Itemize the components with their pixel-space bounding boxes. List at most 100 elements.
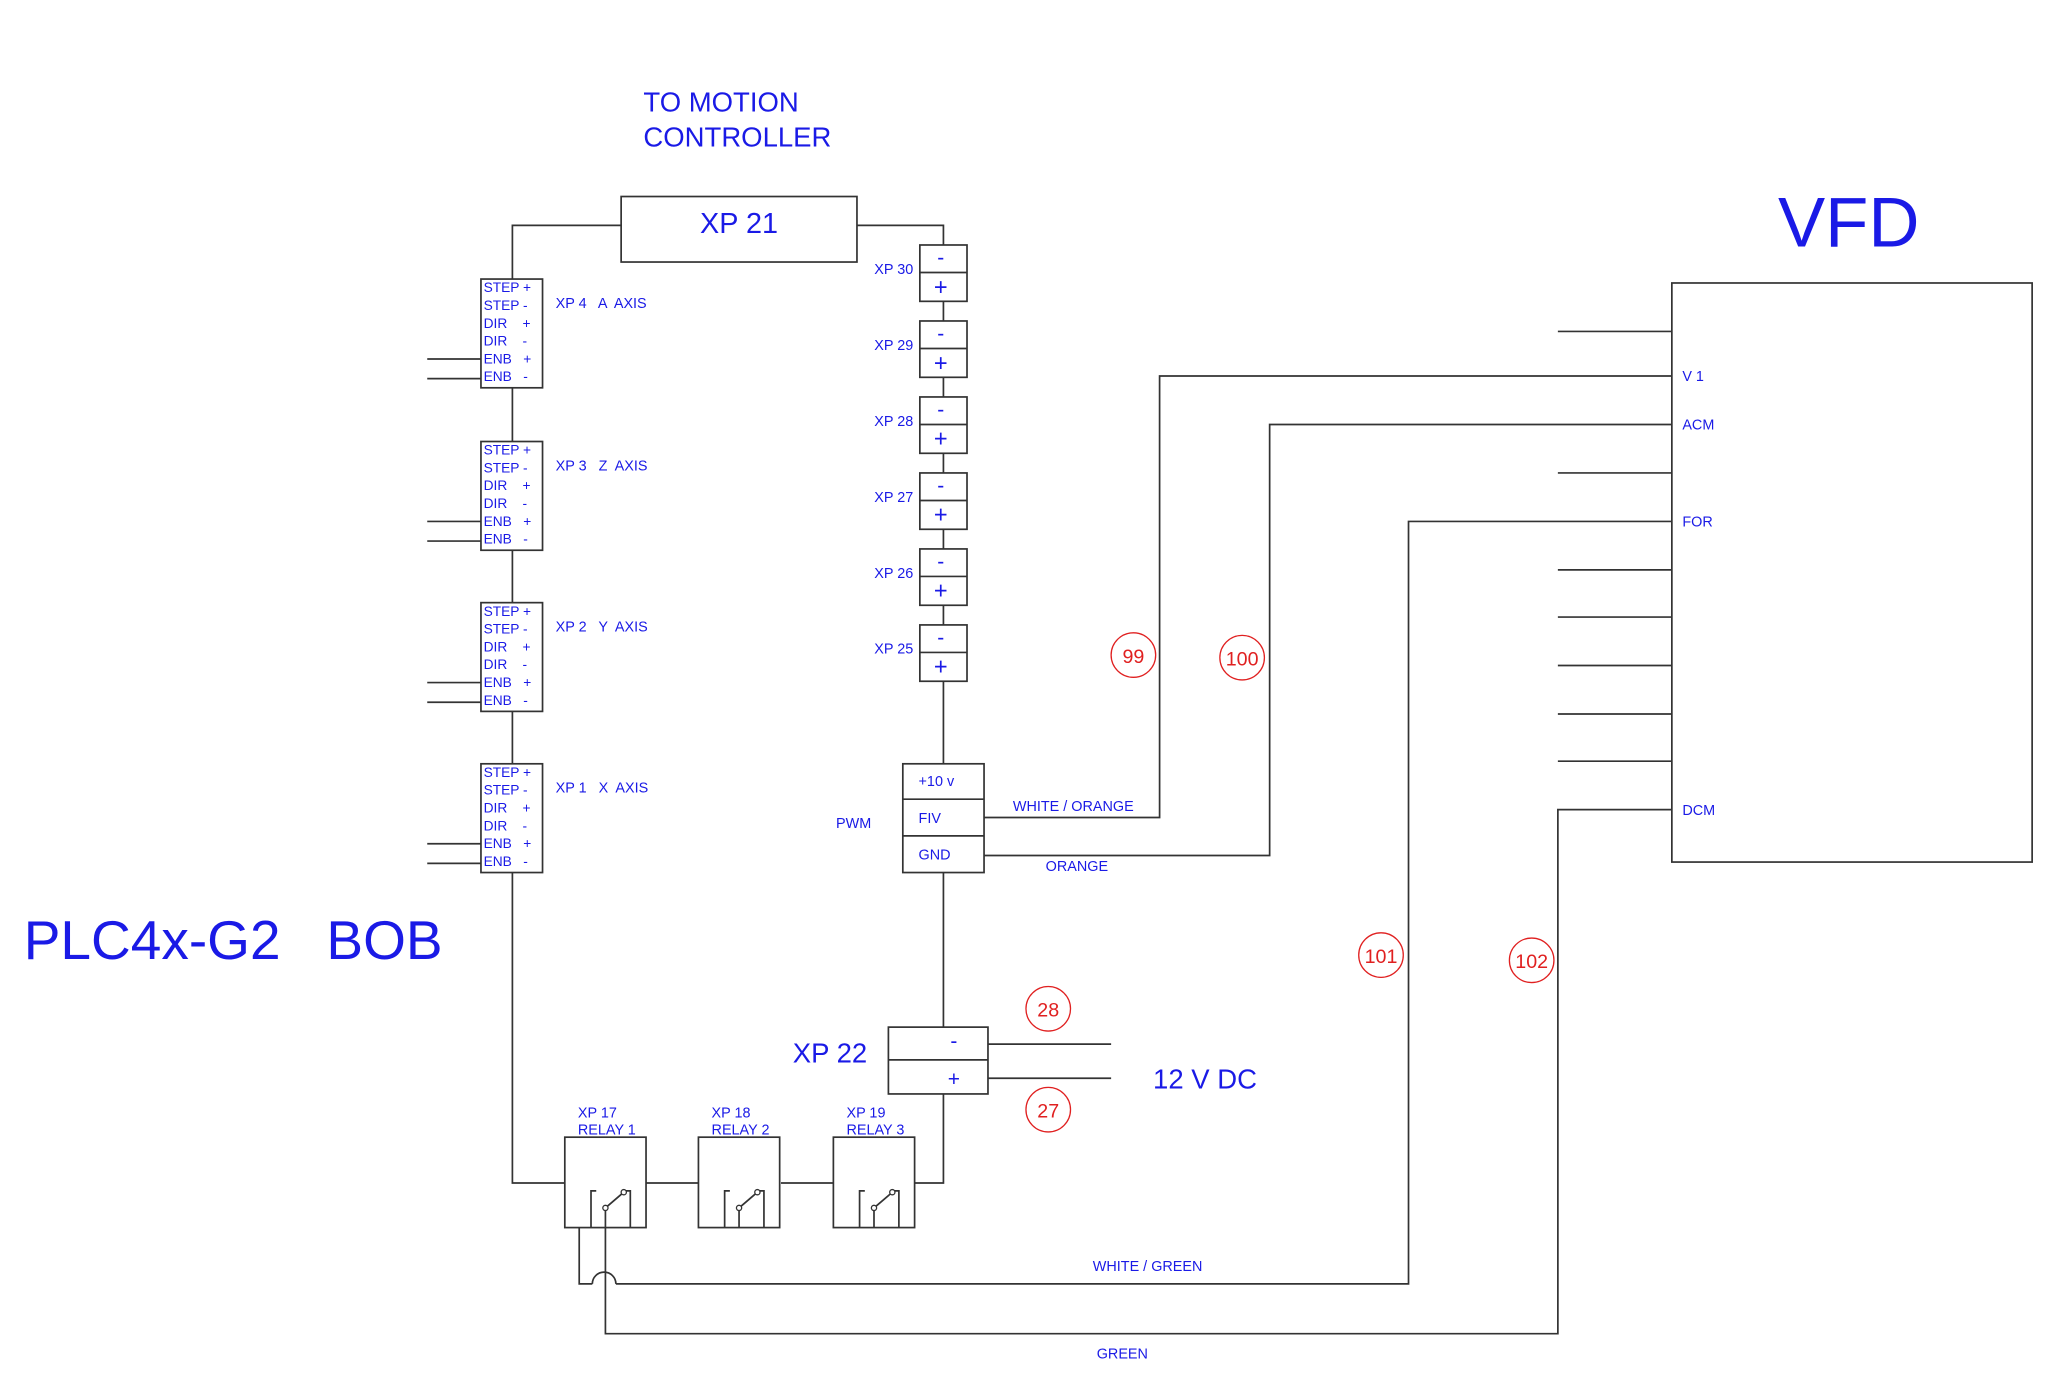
axis-pin-label: STEP -: [484, 460, 528, 475]
axis-pin-label: STEP -: [484, 622, 528, 637]
axis-pin-label: STEP +: [484, 443, 532, 458]
pwm-fiv-label: FIV: [919, 811, 942, 827]
terminal-minus: -: [937, 551, 944, 574]
terminal-plus: +: [934, 274, 948, 300]
axis-pin-label: DIR +: [484, 478, 531, 493]
axis-pin-label: ENB +: [484, 514, 532, 529]
terminal-minus: -: [937, 247, 944, 270]
axis-pin-label: ENB +: [484, 675, 532, 690]
vfd-pin-acm: ACM: [1682, 418, 1714, 434]
green-wire-label: GREEN: [1097, 1347, 1148, 1363]
wire-number-28: 28: [1037, 1000, 1059, 1022]
terminal-pair: - + XP 27: [874, 472, 968, 549]
terminal-pair: - + XP 28: [874, 396, 968, 473]
relay-id: XP 19: [846, 1106, 885, 1122]
axis-pin-label: STEP +: [484, 280, 532, 295]
vfd-pin-dcm: DCM: [1682, 803, 1715, 819]
axis-pin-label: ENB -: [484, 693, 528, 708]
terminal-plus: +: [934, 426, 948, 452]
axis-connector: STEP + STEP - DIR + DIR - ENB + ENB - XP 1 X A…: [427, 762, 649, 874]
pwm-block: +10 v FIV GND: [901, 762, 985, 874]
xp22-label: XP 22: [793, 1038, 867, 1069]
axis-pin-label: ENB +: [484, 351, 532, 366]
terminal-pair: - + XP 25: [874, 624, 968, 683]
terminal-minus: -: [937, 399, 944, 422]
relay-name: RELAY 3: [846, 1123, 904, 1139]
relay-name: RELAY 2: [712, 1123, 770, 1139]
relay-switch-icon: [723, 1188, 765, 1228]
axis-connector-label: XP 2 Y AXIS: [556, 619, 648, 635]
terminal-plus: +: [934, 654, 948, 680]
terminal-pair-label: XP 30: [874, 262, 913, 278]
wire-number-100: 100: [1226, 649, 1259, 671]
terminal-pair-label: XP 25: [874, 642, 913, 658]
relay-id: XP 18: [712, 1106, 751, 1122]
motion-controller-title-1: TO MOTION: [643, 86, 798, 117]
terminal-pair-label: XP 27: [874, 490, 913, 506]
axis-pin-label: DIR -: [484, 818, 528, 833]
xp21-connector: [620, 195, 858, 263]
axis-connector: STEP + STEP - DIR + DIR - ENB + ENB - XP 2 Y A…: [427, 601, 648, 713]
axis-pin-label: STEP -: [484, 783, 528, 798]
axis-pin-label: STEP -: [484, 298, 528, 313]
relay-name: RELAY 1: [578, 1123, 636, 1139]
motion-controller-title-2: CONTROLLER: [643, 122, 831, 153]
terminal-minus: -: [937, 323, 944, 346]
terminal-plus: +: [934, 578, 948, 604]
terminal-plus: +: [934, 502, 948, 528]
axis-pin-label: DIR -: [484, 334, 528, 349]
terminal-minus: -: [937, 475, 944, 498]
pwm-10v-label: +10 v: [919, 774, 955, 790]
wire-number-99: 99: [1122, 646, 1144, 668]
axis-connector-label: XP 3 Z AXIS: [556, 458, 648, 474]
axis-pin-label: ENB -: [484, 854, 528, 869]
pwm-label: PWM: [836, 816, 871, 832]
wire-number-27: 27: [1037, 1101, 1059, 1123]
axis-connector-label: XP 1 X AXIS: [556, 781, 649, 797]
relay-id: XP 17: [578, 1106, 617, 1122]
terminal-minus: -: [937, 627, 944, 650]
relay-switch-icon: [590, 1188, 632, 1228]
axis-pin-label: STEP +: [484, 765, 532, 780]
terminal-plus: +: [934, 350, 948, 376]
vfd-box: [1671, 282, 2033, 863]
terminal-pair: - + XP 26: [874, 548, 968, 625]
axis-pin-label: STEP +: [484, 604, 532, 619]
supply-label: 12 V DC: [1153, 1064, 1257, 1095]
orange-wire-label: ORANGE: [1046, 859, 1108, 875]
terminal-pair-label: XP 28: [874, 414, 913, 430]
vfd-pin-v1: V 1: [1682, 369, 1704, 385]
bob-title: PLC4x-G2 BOB: [24, 909, 443, 971]
vfd-pin-for: FOR: [1682, 515, 1712, 531]
terminal-pair-label: XP 29: [874, 338, 913, 354]
axis-pin-label: DIR -: [484, 657, 528, 672]
white-green-wire-label: WHITE / GREEN: [1093, 1259, 1203, 1275]
wire-number-102: 102: [1515, 951, 1548, 973]
vfd-unused-terminals: [1557, 330, 1672, 763]
vfd-title: VFD: [1778, 182, 1919, 261]
axis-connector: STEP + STEP - DIR + DIR - ENB + ENB - XP 4 A A…: [427, 278, 647, 389]
terminal-pair: - + XP 30: [874, 244, 968, 321]
axis-pin-label: ENB +: [484, 836, 532, 851]
terminal-pair: - + XP 29: [874, 320, 968, 397]
axis-pin-label: DIR -: [484, 496, 528, 511]
axis-pin-label: DIR +: [484, 316, 531, 331]
axis-connector-label: XP 4 A AXIS: [556, 296, 647, 312]
axis-connector: STEP + STEP - DIR + DIR - ENB + ENB - XP 3 Z A…: [427, 440, 648, 552]
wire-number-101: 101: [1365, 946, 1398, 968]
axis-pin-label: DIR +: [484, 639, 531, 654]
axis-pin-label: DIR +: [484, 801, 531, 816]
axis-pin-label: ENB -: [484, 532, 528, 547]
xp22-minus: -: [950, 1030, 957, 1053]
white-orange-wire-label: WHITE / ORANGE: [1013, 799, 1134, 815]
relay-switch-icon: [858, 1188, 900, 1228]
xp22-plus: +: [948, 1068, 960, 1091]
terminal-pair-label: XP 26: [874, 566, 913, 582]
axis-pin-label: ENB -: [484, 369, 528, 384]
xp21-label: XP 21: [700, 208, 778, 240]
pwm-gnd-label: GND: [919, 847, 951, 863]
